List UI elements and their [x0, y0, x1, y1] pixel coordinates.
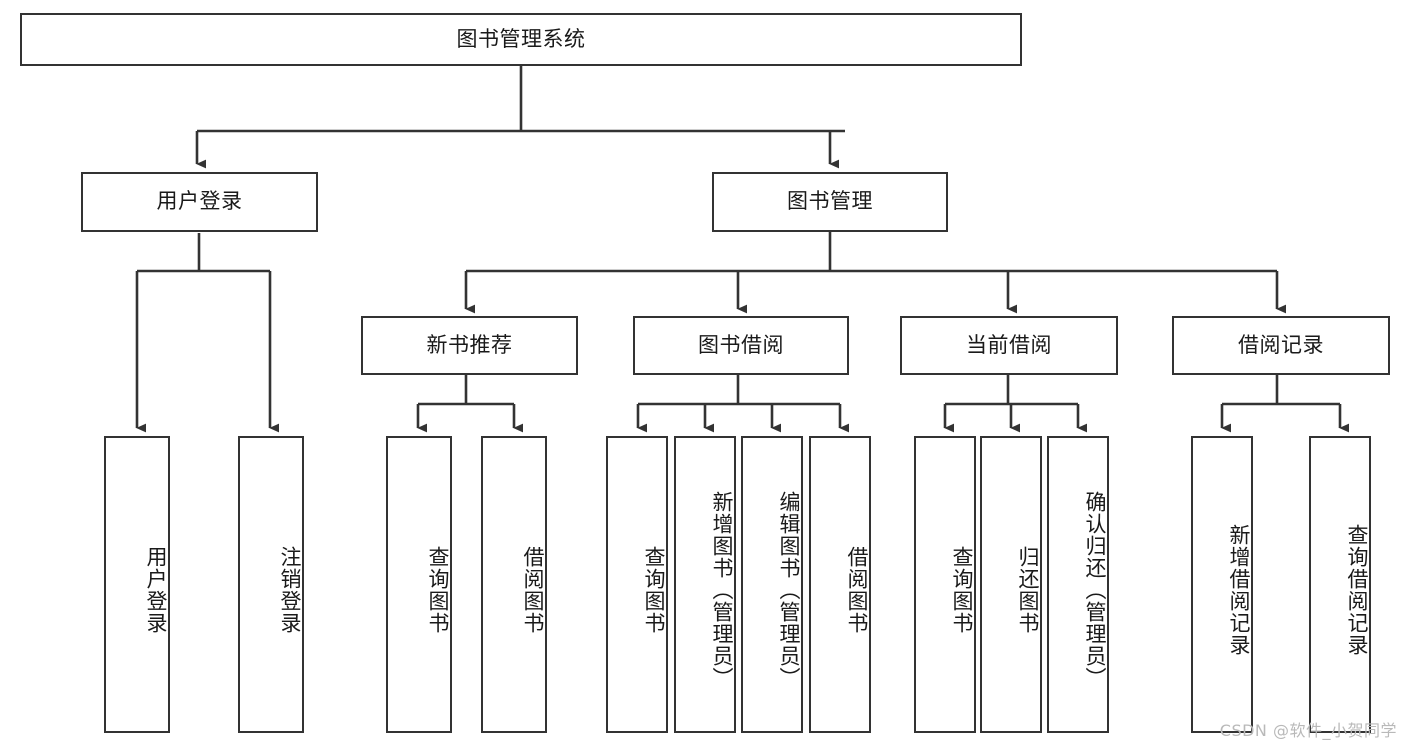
leaf-borrow-borrow-book[interactable]: 借阅图书 — [809, 436, 871, 733]
leaf-record-add-record[interactable]: 新增借阅记录 — [1191, 436, 1253, 733]
node-book-management[interactable]: 图书管理 — [712, 172, 948, 232]
node-new-book-recommend[interactable]: 新书推荐 — [361, 316, 578, 375]
leaf-borrow-edit-book-admin[interactable]: 编辑图书（管理员） — [741, 436, 803, 733]
leaf-borrow-query-book[interactable]: 查询图书 — [606, 436, 668, 733]
leaf-current-return-book[interactable]: 归还图书 — [980, 436, 1042, 733]
leaf-user-login-logout[interactable]: 注销登录 — [238, 436, 304, 733]
leaf-current-query-book[interactable]: 查询图书 — [914, 436, 976, 733]
leaf-user-login-login[interactable]: 用户登录 — [104, 436, 170, 733]
node-user-login[interactable]: 用户登录 — [81, 172, 318, 232]
leaf-new-book-borrow[interactable]: 借阅图书 — [481, 436, 547, 733]
leaf-borrow-add-book-admin[interactable]: 新增图书（管理员） — [674, 436, 736, 733]
leaf-new-book-query[interactable]: 查询图书 — [386, 436, 452, 733]
leaf-record-query-record[interactable]: 查询借阅记录 — [1309, 436, 1371, 733]
node-borrow-record[interactable]: 借阅记录 — [1172, 316, 1390, 375]
node-book-borrow[interactable]: 图书借阅 — [633, 316, 849, 375]
node-root-system[interactable]: 图书管理系统 — [20, 13, 1022, 66]
csdn-watermark: CSDN @软件_小贺同学 — [1219, 721, 1397, 740]
leaf-current-confirm-return-admin[interactable]: 确认归还（管理员） — [1047, 436, 1109, 733]
node-current-borrow[interactable]: 当前借阅 — [900, 316, 1118, 375]
